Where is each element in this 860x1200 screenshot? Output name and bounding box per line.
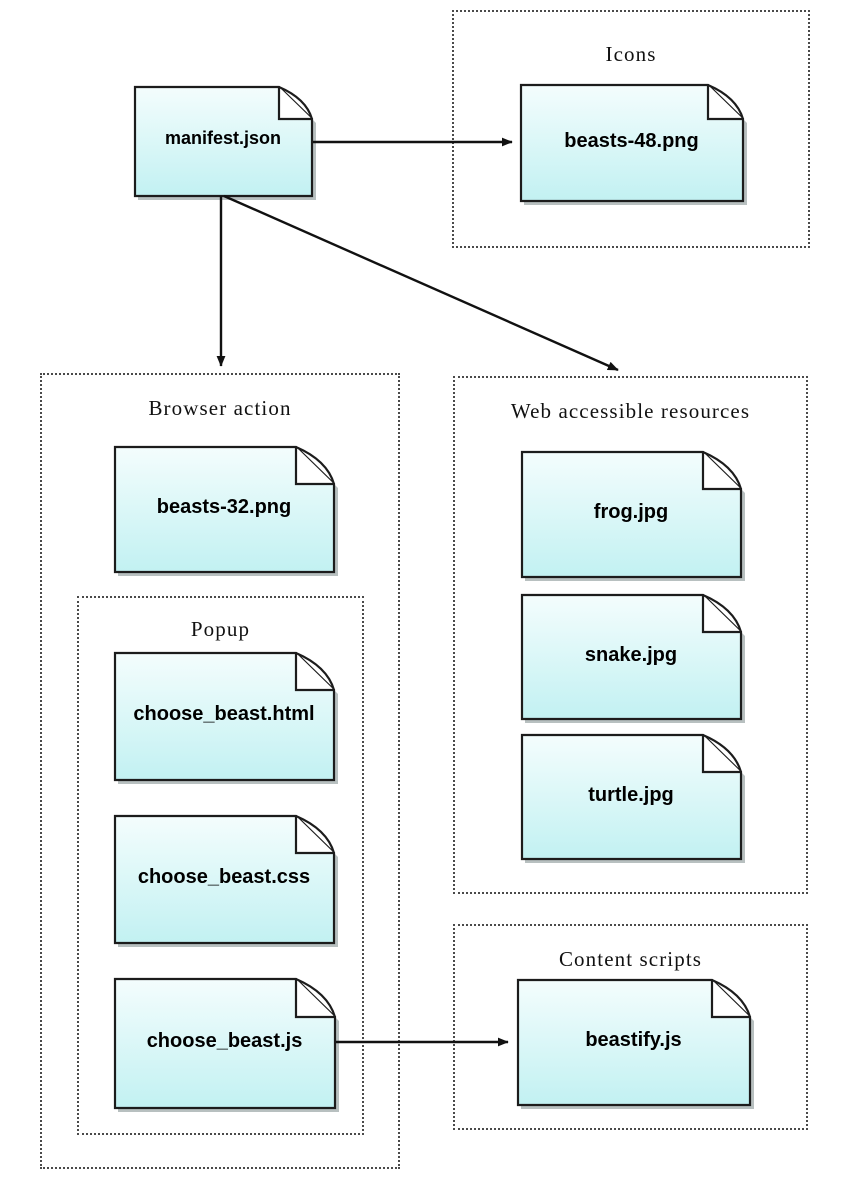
group-icons: Icons bbox=[452, 10, 810, 248]
file-node-shape bbox=[113, 445, 338, 576]
group-browser-action: Browser action bbox=[40, 373, 400, 1169]
group-label-popup: Popup bbox=[190, 617, 251, 641]
file-node-beasts-32-png[interactable]: beasts-32.png bbox=[113, 445, 338, 576]
file-node-manifest-json[interactable]: manifest.json bbox=[133, 85, 316, 200]
file-node-choose-beast-css[interactable]: choose_beast.css bbox=[113, 814, 338, 947]
file-node-snake-jpg[interactable]: snake.jpg bbox=[520, 593, 745, 723]
group-popup: Popup bbox=[77, 596, 364, 1135]
file-node-frog-jpg[interactable]: frog.jpg bbox=[520, 450, 745, 581]
group-content-scripts: Content scripts bbox=[453, 924, 808, 1130]
file-node-shape bbox=[520, 450, 745, 581]
file-node-shape bbox=[516, 978, 754, 1109]
file-node-shape bbox=[520, 593, 745, 723]
file-node-shape bbox=[113, 814, 338, 947]
group-label-browser-action: Browser action bbox=[148, 396, 292, 420]
group-web-accessible-resources: Web accessible resources bbox=[453, 376, 808, 894]
group-label-content-scripts: Content scripts bbox=[558, 947, 703, 971]
file-node-choose-beast-html[interactable]: choose_beast.html bbox=[113, 651, 338, 784]
file-node-beasts-48-png[interactable]: beasts-48.png bbox=[519, 83, 747, 205]
file-node-shape bbox=[519, 83, 747, 205]
file-node-choose-beast-js[interactable]: choose_beast.js bbox=[113, 977, 339, 1112]
group-label-web-accessible-resources: Web accessible resources bbox=[510, 399, 751, 423]
file-node-shape bbox=[133, 85, 316, 200]
group-label-icons: Icons bbox=[605, 42, 657, 66]
file-node-turtle-jpg[interactable]: turtle.jpg bbox=[520, 733, 745, 863]
file-node-shape bbox=[520, 733, 745, 863]
file-node-shape bbox=[113, 977, 339, 1112]
file-node-beastify-js[interactable]: beastify.js bbox=[516, 978, 754, 1109]
file-node-shape bbox=[113, 651, 338, 784]
